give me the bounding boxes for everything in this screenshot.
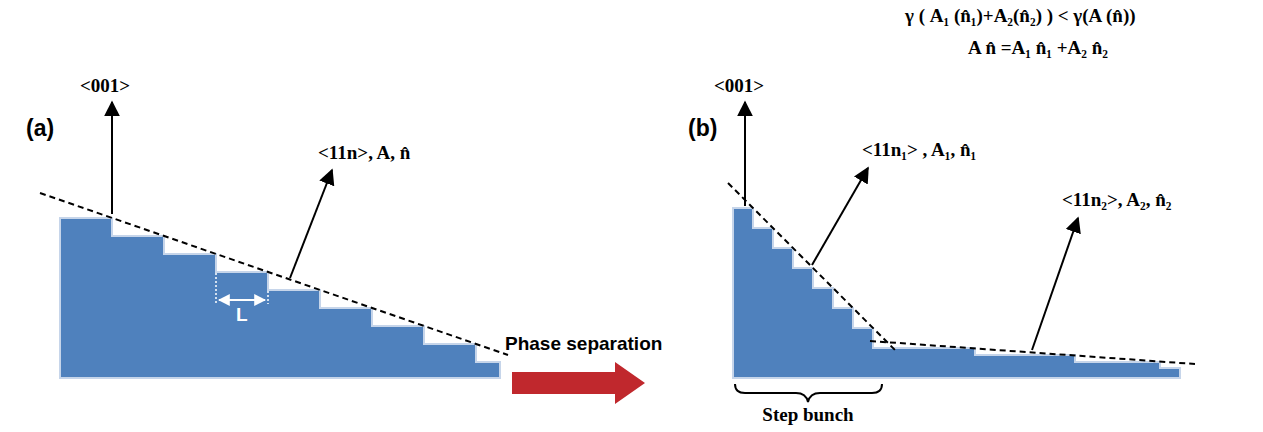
normal-arrow (1032, 218, 1078, 350)
dimension-label: L (236, 305, 248, 326)
normal-arrow (111, 102, 113, 214)
terrace-marker (267, 291, 269, 304)
direction-label: <11n>, A, n̂ (318, 143, 410, 164)
normal-arrow (744, 102, 746, 206)
average-surface-line (40, 193, 508, 355)
terrace-marker (215, 273, 217, 304)
brace (735, 384, 882, 402)
bracket-label: Step bunch (762, 405, 853, 426)
panel-label: (a) (26, 116, 54, 141)
normal-arrow (812, 168, 868, 265)
facet-line (870, 341, 1195, 364)
direction-label: <001> (714, 76, 764, 97)
facet-line (728, 183, 895, 350)
process-label: Phase separation (505, 334, 662, 355)
direction-label: <11n₂>, A₂, n̂₂ (1062, 190, 1172, 211)
terrace-width-arrow (219, 299, 265, 301)
direction-label: <11n₁> , A₁, n̂₁ (862, 140, 976, 161)
panel-label: (b) (688, 116, 717, 141)
direction-label: <001> (80, 76, 130, 97)
equation: A n̂ =A₁ n̂₁ +A₂ n̂₂ (968, 38, 1108, 59)
vicinal-surface (60, 218, 500, 378)
process-arrow (512, 362, 645, 404)
bunched-surface (733, 208, 1180, 378)
normal-arrow (290, 170, 332, 278)
equation: γ ( A₁ (n̂₁)+A₂(n̂₂) ) < γ(A (n̂)) (905, 6, 1136, 27)
